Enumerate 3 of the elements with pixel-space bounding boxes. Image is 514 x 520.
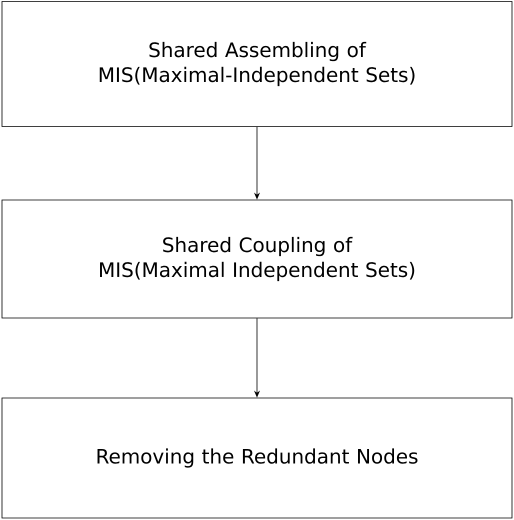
process-box: Removing the Redundant Nodes: [2, 398, 512, 518]
process-box: Shared Coupling of MIS(Maximal Independent Sets): [2, 200, 512, 318]
process-box: Shared Assembling of MIS(Maximal-Independent Sets): [2, 1, 512, 127]
